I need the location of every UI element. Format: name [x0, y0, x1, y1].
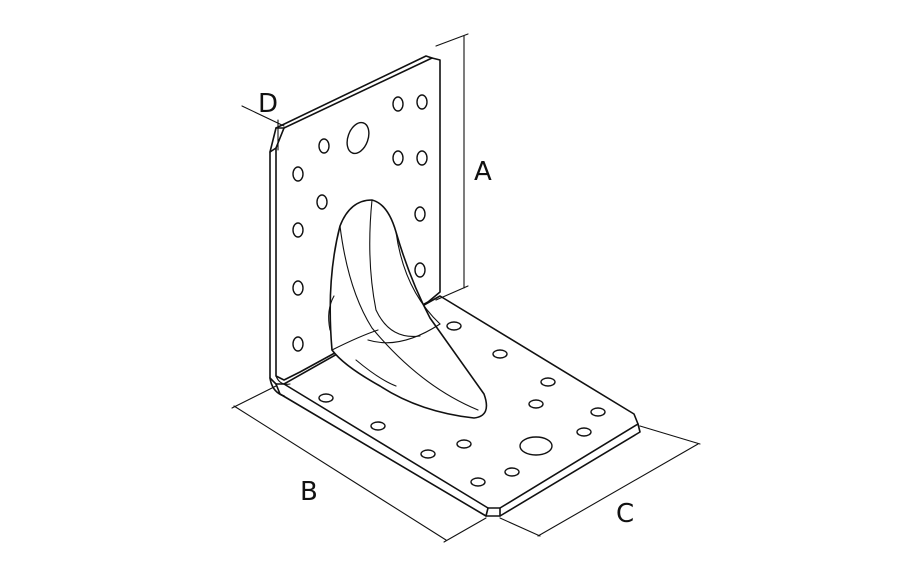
hole — [292, 222, 304, 238]
hole — [528, 399, 544, 409]
hole — [292, 166, 304, 182]
hole — [590, 407, 606, 417]
hole — [316, 194, 328, 210]
dimension-label-a: A — [474, 157, 492, 187]
hole — [292, 280, 304, 296]
hole — [504, 467, 520, 477]
hole — [416, 150, 428, 166]
dimension-label-d: D — [258, 89, 278, 119]
reinforcement-rib — [328, 199, 488, 419]
vertical-plate-edge — [269, 147, 277, 385]
hole — [392, 150, 404, 166]
hole — [318, 138, 330, 154]
hole — [292, 336, 304, 352]
dimension-d — [241, 105, 285, 151]
hole — [420, 449, 436, 459]
dimension-label-c: C — [616, 499, 634, 529]
hole — [492, 349, 508, 359]
horizontal-plate-holes — [318, 321, 606, 487]
horizontal-plate-front-edge — [275, 383, 641, 517]
hole — [540, 377, 556, 387]
hole — [370, 421, 386, 431]
dimension-b — [231, 385, 487, 543]
hole — [456, 439, 472, 449]
hole — [446, 321, 462, 331]
vertical-plate-holes — [292, 94, 428, 352]
dimension-label-b: B — [300, 477, 318, 507]
hole — [392, 96, 404, 112]
dimension-c — [499, 425, 701, 537]
hole — [576, 427, 592, 437]
large-hole-vertical — [346, 121, 370, 155]
hole — [318, 393, 334, 403]
vertical-plate-top-edge — [275, 55, 433, 129]
large-hole-horizontal — [519, 436, 553, 456]
hole — [414, 206, 426, 222]
hole — [416, 94, 428, 110]
hole — [470, 477, 486, 487]
dimension-a — [435, 33, 469, 301]
rib-outer — [329, 199, 488, 419]
hole — [414, 262, 426, 278]
